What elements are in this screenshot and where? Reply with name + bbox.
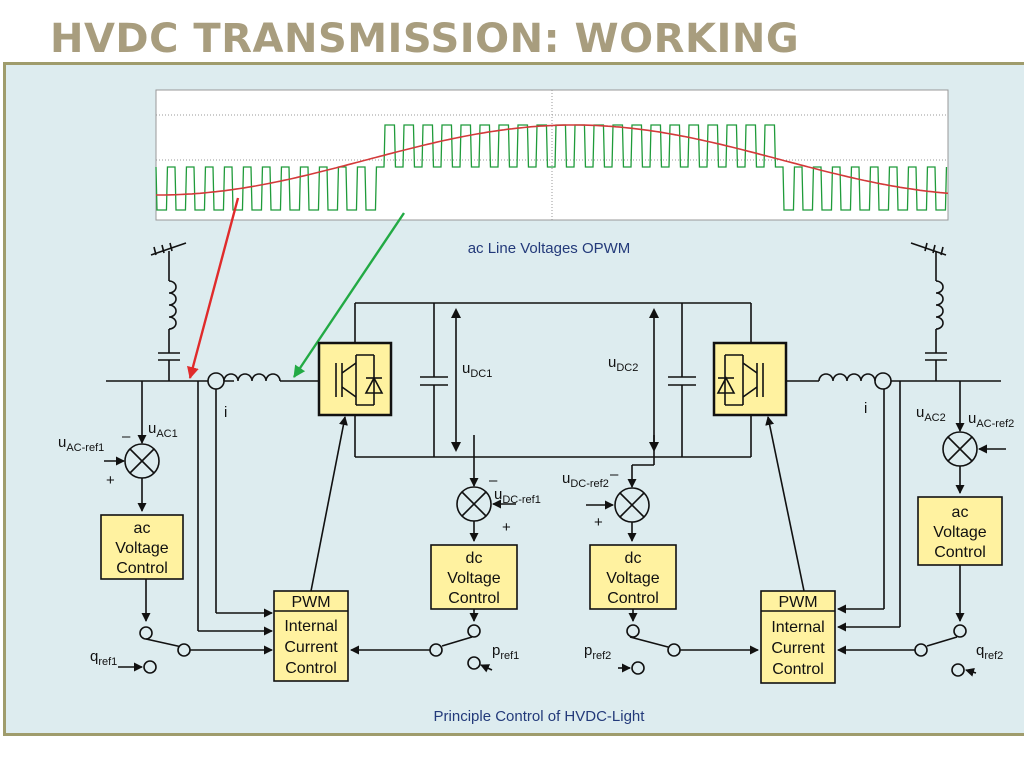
label-u-dc1: uDC1 — [462, 360, 492, 380]
label-p-ref2: pref2 — [584, 642, 611, 662]
left-ac-line2: Voltage — [115, 540, 168, 557]
label-u-dc-ref1: uDC-ref1 — [494, 486, 541, 506]
left-dc-line2: Voltage — [447, 570, 500, 587]
label-u-ac-ref2: uAC-ref2 — [968, 410, 1014, 430]
sine-waveform — [156, 124, 949, 196]
right-dc-line2: Voltage — [606, 570, 659, 587]
right-pwm-line3: Control — [772, 661, 824, 678]
hvdc-diagram: ac Line Voltages OPWM — [58, 89, 1014, 725]
left-ac-line3: Control — [116, 560, 168, 577]
label-plus-dc2: + — [594, 514, 603, 531]
left-grid-symbol — [150, 242, 187, 381]
label-p-ref1: pref1 — [492, 642, 519, 662]
pwm-waveform — [155, 124, 948, 211]
label-u-ac2: uAC2 — [916, 404, 946, 424]
label-u-dc-ref2: uDC-ref2 — [562, 470, 609, 490]
left-dc-line1: dc — [466, 550, 483, 567]
label-plus-dc1: + — [502, 519, 511, 536]
left-pwm-header: PWM — [291, 594, 330, 611]
left-converter — [317, 341, 393, 417]
right-pwm-header: PWM — [778, 594, 817, 611]
diagram-frame: ac Line Voltages OPWM — [3, 62, 1024, 736]
left-ac-voltage-control — [100, 514, 184, 580]
label-q-ref1: qref1 — [90, 648, 117, 668]
label-minus-ac1: – — [122, 428, 131, 445]
right-pwm-block — [760, 590, 836, 684]
right-reactor — [818, 373, 876, 382]
left-dc-line3: Control — [448, 590, 500, 607]
left-ac-line1: ac — [134, 520, 151, 537]
right-current-sensor — [874, 372, 892, 390]
right-ac-line1: ac — [952, 504, 969, 521]
left-reactor — [223, 373, 281, 382]
slide-title: HVDC TRANSMISSION: WORKING — [50, 16, 800, 62]
right-grid-symbol — [910, 242, 947, 381]
label-u-ac-ref1: uAC-ref1 — [58, 434, 104, 454]
right-pwm-line1: Internal — [771, 619, 824, 636]
right-ac-line2: Voltage — [933, 524, 986, 541]
waveform-caption: ac Line Voltages OPWM — [468, 240, 631, 257]
label-u-ac1: uAC1 — [148, 420, 178, 440]
right-ac-line3: Control — [934, 544, 986, 561]
waveform-panel — [155, 89, 949, 221]
right-pwm-line2: Current — [771, 640, 825, 657]
label-i-left: i — [224, 404, 227, 421]
left-pwm-line3: Control — [285, 660, 337, 677]
left-pwm-line1: Internal — [284, 618, 337, 635]
left-current-sensor — [207, 372, 225, 390]
right-converter — [712, 341, 788, 417]
label-u-dc2: uDC2 — [608, 354, 638, 374]
label-plus-ac1: + — [106, 472, 115, 489]
label-minus-dc1: – — [489, 472, 498, 489]
left-pwm-line2: Current — [284, 639, 338, 656]
label-minus-dc2: – — [610, 466, 619, 483]
green-arrow — [293, 212, 405, 378]
label-i-right: i — [864, 400, 867, 417]
right-dc-line3: Control — [607, 590, 659, 607]
right-dc-line1: dc — [625, 550, 642, 567]
dc-link — [354, 302, 752, 458]
label-q-ref2: qref2 — [976, 642, 1003, 662]
red-arrow — [187, 197, 240, 379]
left-dc-voltage-control — [430, 544, 518, 610]
left-pwm-block — [273, 590, 349, 682]
bottom-caption: Principle Control of HVDC-Light — [434, 708, 646, 725]
